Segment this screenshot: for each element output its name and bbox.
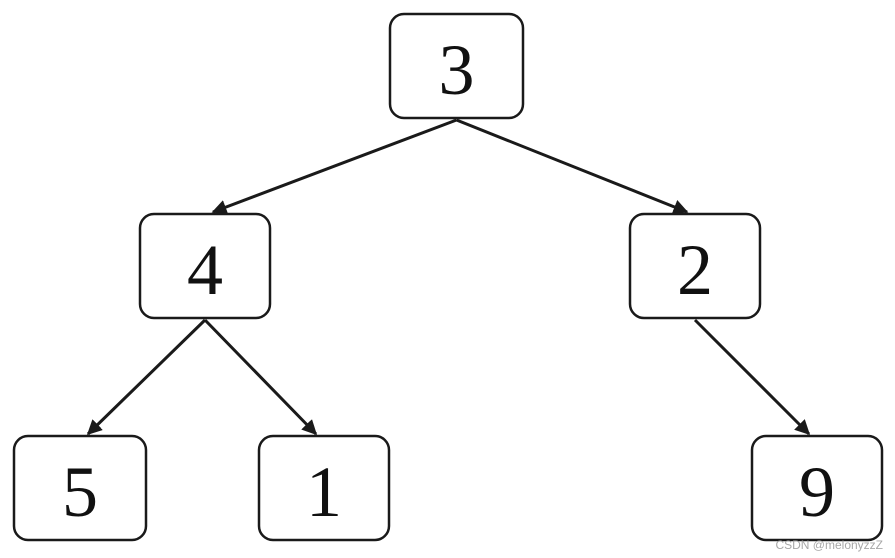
watermark-text: CSDN @melonyzzZ bbox=[775, 538, 883, 552]
node-label: 2 bbox=[677, 230, 713, 310]
edge-n3-n2 bbox=[455, 118, 689, 214]
tree-node-9: 9 bbox=[750, 434, 884, 542]
edges-layer bbox=[86, 118, 811, 436]
node-box bbox=[138, 212, 272, 320]
node-box bbox=[257, 434, 391, 542]
node-box bbox=[628, 212, 762, 320]
node-box bbox=[750, 434, 884, 542]
tree-node-1: 1 bbox=[257, 434, 391, 542]
tree-node-2: 2 bbox=[628, 212, 762, 320]
edge-n4-n1 bbox=[203, 318, 318, 436]
edge-n2-n9 bbox=[693, 318, 811, 436]
node-label: 4 bbox=[187, 230, 223, 310]
node-box bbox=[388, 12, 525, 120]
node-label: 9 bbox=[799, 452, 835, 532]
edge-n4-n5 bbox=[86, 318, 207, 436]
node-box bbox=[12, 434, 148, 542]
tree-node-5: 5 bbox=[12, 434, 148, 542]
node-label: 3 bbox=[439, 30, 475, 110]
tree-node-4: 4 bbox=[138, 212, 272, 320]
nodes-layer: 3 4 2 5 1 9 bbox=[12, 12, 884, 542]
edge-n3-n4 bbox=[211, 118, 458, 215]
node-label: 1 bbox=[306, 452, 342, 532]
tree-node-3: 3 bbox=[388, 12, 525, 120]
node-label: 5 bbox=[62, 452, 98, 532]
